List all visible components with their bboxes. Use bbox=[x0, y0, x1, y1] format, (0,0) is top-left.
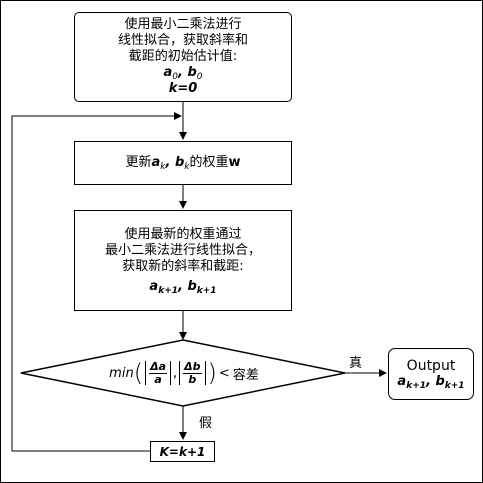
update-suffix: 的权重 bbox=[189, 155, 229, 170]
weighted-fit-box: 使用最新的权重通过 最小二乘法进行线性拟合， 获取新的斜率和截距: ak+1, … bbox=[74, 210, 292, 311]
loop-back-line bbox=[11, 112, 182, 452]
cond-db-num: Δb bbox=[183, 359, 202, 374]
init-line-3: 截距的初始估计值: bbox=[128, 49, 238, 64]
cond-da-den: a bbox=[154, 372, 162, 386]
output-b-sub: k+1 bbox=[444, 381, 465, 391]
cond-lt: < bbox=[218, 365, 230, 381]
cond-open-paren: ( bbox=[133, 359, 144, 387]
fit-b: b bbox=[187, 278, 197, 294]
fit-a-sub: k+1 bbox=[158, 285, 178, 296]
increment-box: K=k+1 bbox=[150, 441, 215, 462]
increment-text: K=k+1 bbox=[159, 444, 206, 459]
init-b: b bbox=[187, 65, 197, 80]
fit-b-sub: k+1 bbox=[196, 285, 217, 296]
fit-line-3: 获取新的斜率和截距: bbox=[122, 258, 244, 274]
output-b: b bbox=[435, 374, 445, 389]
fit-values: ak+1, bk+1 bbox=[149, 278, 217, 296]
init-line-2: 线性拟合，获取斜率和 bbox=[117, 33, 248, 48]
update-a: a bbox=[151, 155, 161, 170]
update-sep: , bbox=[165, 155, 175, 170]
update-a-sub: k bbox=[160, 162, 166, 172]
fit-line-2: 最小二乘法进行线性拟合， bbox=[104, 242, 261, 258]
output-title: Output bbox=[406, 358, 456, 374]
init-estimate-box: 使用最小二乘法进行 线性拟合，获取斜率和 截距的初始估计值: a0, b0 k=… bbox=[74, 12, 292, 102]
cond-frac-b: Δb b bbox=[183, 359, 202, 386]
decision-condition: min ( Δa a , Δb b ) < 容差 bbox=[84, 358, 284, 388]
fit-a: a bbox=[149, 278, 159, 294]
update-prefix: 更新 bbox=[125, 155, 152, 170]
output-a-sub: k+1 bbox=[406, 381, 426, 391]
branch-yes-label: 真 bbox=[349, 356, 363, 371]
cond-abs-bar bbox=[204, 361, 206, 385]
cond-tolerance: 容差 bbox=[232, 367, 259, 383]
init-a: a bbox=[163, 65, 173, 80]
cond-frac-a: Δa a bbox=[149, 359, 167, 386]
update-b: b bbox=[174, 155, 185, 170]
output-a: a bbox=[397, 374, 407, 389]
cond-close-paren: ) bbox=[207, 359, 217, 387]
cond-abs-bar bbox=[179, 361, 181, 385]
init-sep: , bbox=[178, 65, 188, 80]
init-values: a0, b0 bbox=[163, 65, 203, 82]
fit-line-1: 使用最新的权重通过 bbox=[124, 226, 242, 242]
cond-min: min bbox=[109, 365, 134, 381]
cond-da-num: Δa bbox=[149, 359, 167, 374]
update-w: w bbox=[228, 155, 241, 170]
cond-comma: , bbox=[173, 365, 178, 381]
cond-abs-bar bbox=[170, 361, 171, 385]
output-box: Output ak+1, bk+1 bbox=[388, 348, 474, 400]
update-weights-box: 更新ak, bk的权重w bbox=[74, 141, 292, 185]
init-line-1: 使用最小二乘法进行 bbox=[124, 17, 242, 32]
branch-no-label: 假 bbox=[199, 416, 213, 431]
cond-abs-bar bbox=[145, 361, 147, 385]
output-sep: , bbox=[426, 374, 436, 389]
init-a-sub: 0 bbox=[172, 72, 178, 82]
init-b-sub: 0 bbox=[196, 72, 203, 82]
output-values: ak+1, bk+1 bbox=[397, 374, 465, 391]
update-text: 更新ak, bk的权重w bbox=[125, 155, 241, 172]
fit-sep: , bbox=[178, 278, 188, 294]
cond-db-den: b bbox=[188, 372, 197, 386]
update-b-sub: k bbox=[184, 162, 190, 172]
init-k: k=0 bbox=[168, 81, 198, 96]
